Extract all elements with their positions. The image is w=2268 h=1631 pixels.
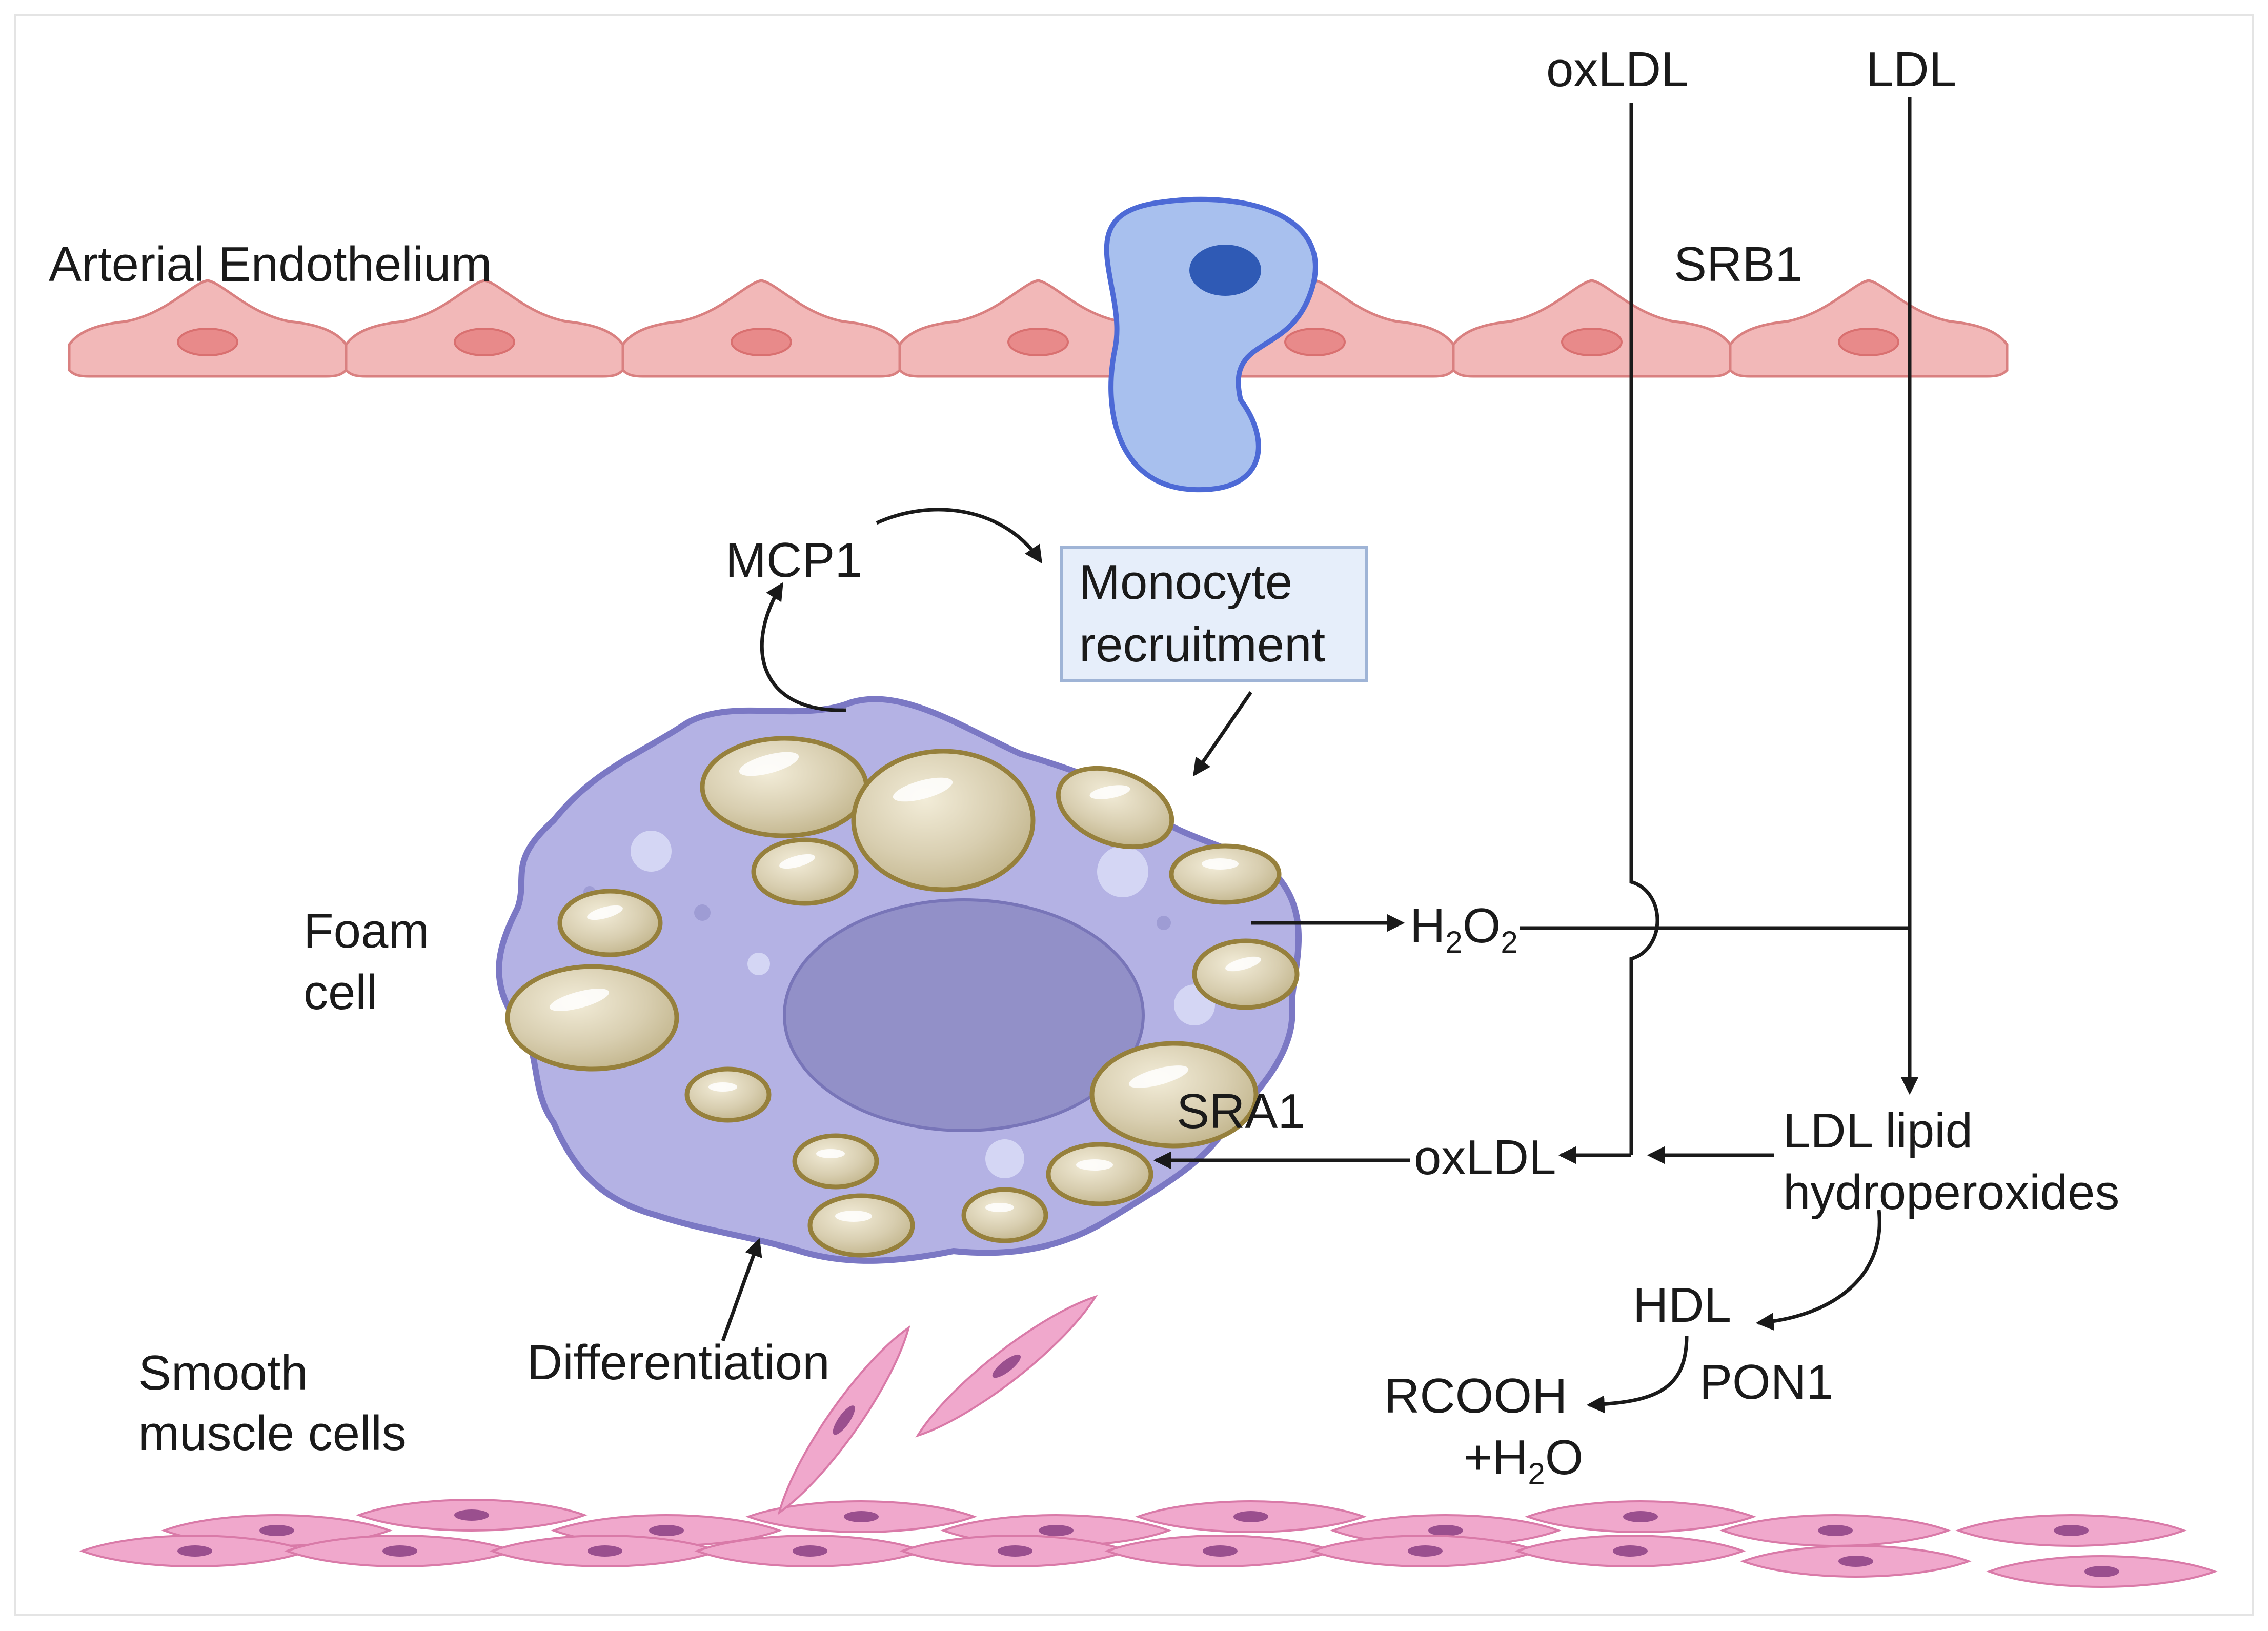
monocyte-cell [1104,196,1318,493]
label-mcp1: MCP1 [725,533,862,588]
label-ldl-lipid-line1: LDL lipid [1783,1103,1973,1158]
label-oxldl-mid: oxLDL [1414,1130,1556,1185]
arrow-recruitment-to-foam [1193,691,1252,777]
arrow-hdl-to-rcooh [1586,1335,1689,1414]
label-monocyte-line1: Monocyte [1079,555,1292,610]
label-differentiation: Differentiation [527,1335,830,1390]
label-ldl-lipid-line2: hydroperoxides [1783,1165,2119,1220]
labels: Arterial Endothelium SRB1 oxLDL LDL MCP1… [49,42,2119,1491]
label-monocyte-line2: recruitment [1079,617,1325,672]
arrow-lipid-to-hdl [1755,1210,1881,1331]
label-foam-line2: cell [303,965,377,1020]
label-arterial-endothelium: Arterial Endothelium [49,237,492,292]
label-hdl: HDL [1633,1278,1731,1333]
label-smooth-line1: Smooth [138,1345,308,1400]
line-oxldl-vertical [1629,103,1659,1155]
endothelium-layer [69,280,2007,376]
label-sra1: SRA1 [1177,1084,1305,1139]
label-pon1: PON1 [1699,1355,1833,1409]
arrow-foam-to-mcp1 [760,582,846,712]
foam-cell [496,696,1302,1264]
figure-border [14,14,2254,1616]
label-oxldl-top: oxLDL [1546,42,1689,97]
pathway-arrows [721,97,1919,1414]
label-foam-line1: Foam [303,903,429,958]
label-h2o2: H2O2 [1410,898,1518,959]
label-srb1: SRB1 [1674,237,1803,292]
label-ldl-top: LDL [1866,42,1956,97]
label-smooth-line2: muscle cells [138,1406,407,1461]
arrow-differentiation-to-foam [721,1238,762,1342]
label-water: +H2O [1464,1430,1583,1491]
label-rcooh: RCOOH [1384,1368,1567,1423]
monocyte-recruitment-box [1060,546,1368,682]
arrow-mcp1-to-recruitment [876,508,1042,564]
